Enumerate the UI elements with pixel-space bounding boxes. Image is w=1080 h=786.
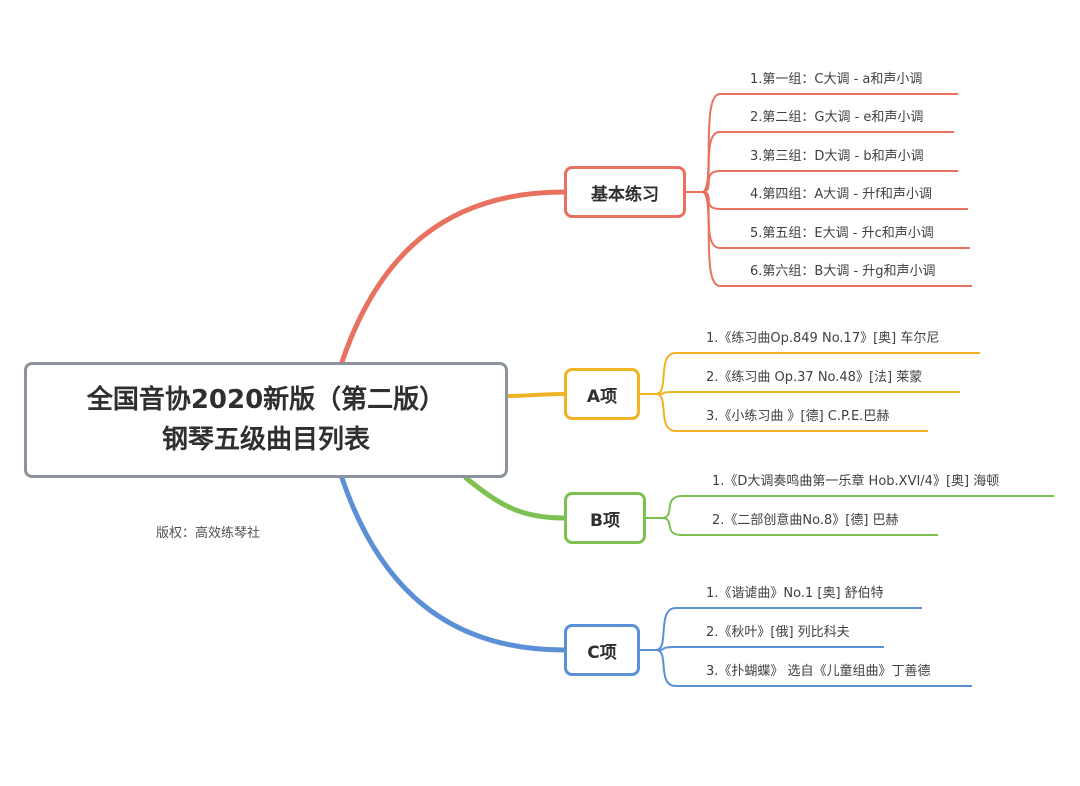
leaf-item[interactable]: 4.第四组：A大调 - 升f和声小调	[750, 187, 932, 202]
branch-node-c[interactable]: C项	[564, 624, 640, 676]
leaf-connector	[640, 393, 928, 432]
leaf-item[interactable]: 1.第一组：C大调 - a和声小调	[750, 72, 923, 87]
leaf-item[interactable]: 2.《练习曲 Op.37 No.48》[法] 莱蒙	[706, 370, 923, 385]
leaf-item[interactable]: 3.《小练习曲 》[德] C.P.E.巴赫	[706, 409, 890, 424]
leaf-connector	[640, 646, 884, 651]
root-title-line1: 全国音协2020新版（第二版）	[86, 385, 446, 415]
root-connector	[339, 475, 567, 653]
leaf-item[interactable]: 2.《二部创意曲No.8》[德] 巴赫	[712, 513, 899, 528]
leaf-connector	[640, 391, 960, 395]
leaf-connector	[686, 93, 958, 193]
root-node[interactable]: 全国音协2020新版（第二版） 钢琴五级曲目列表	[24, 362, 508, 478]
root-connector	[463, 475, 567, 521]
copyright-note: 版权：高效练琴社	[156, 526, 261, 541]
branch-node-basic-practice[interactable]: 基本练习	[564, 166, 686, 218]
leaf-item[interactable]: 3.第三组：D大调 - b和声小调	[750, 149, 924, 164]
leaf-connector	[640, 649, 972, 687]
leaf-item[interactable]: 2.第二组：G大调 - e和声小调	[750, 110, 924, 125]
root-title-line2: 钢琴五级曲目列表	[161, 425, 370, 455]
leaf-item[interactable]: 1.《练习曲Op.849 No.17》[奥] 车尔尼	[706, 331, 940, 346]
leaf-connector	[686, 191, 972, 287]
leaf-connector	[646, 517, 938, 536]
leaf-item[interactable]: 3.《扑蝴蝶》 选自《儿童组曲》丁善德	[706, 664, 931, 679]
leaf-item[interactable]: 5.第五组：E大调 - 升c和声小调	[750, 226, 934, 241]
root-connector	[506, 392, 566, 398]
root-connector	[339, 189, 567, 365]
branch-node-a[interactable]: A项	[564, 368, 640, 420]
leaf-item[interactable]: 2.《秋叶》[俄] 列比科夫	[706, 625, 850, 640]
branch-node-b[interactable]: B项	[564, 492, 646, 544]
leaf-item[interactable]: 1.《D大调奏鸣曲第一乐章 Hob.XVI/4》[奥] 海顿	[712, 474, 1000, 489]
leaf-item[interactable]: 6.第六组：B大调 - 升g和声小调	[750, 264, 936, 279]
leaf-item[interactable]: 1.《谐谑曲》No.1 [奥] 舒伯特	[706, 586, 884, 601]
